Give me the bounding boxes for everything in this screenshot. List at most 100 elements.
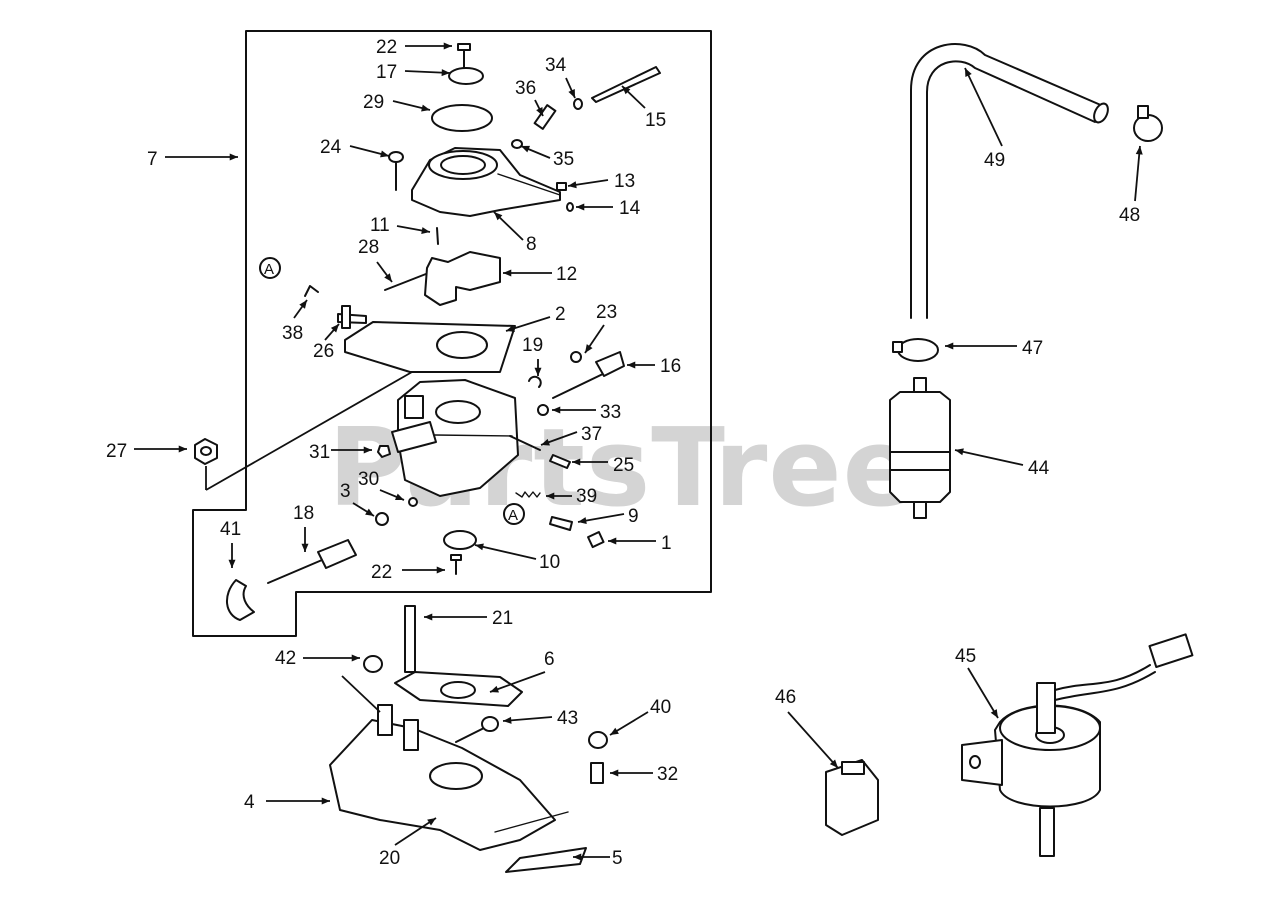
arrowhead-20 [427,818,436,826]
callout-40: 40 [650,697,671,718]
callout-28: 28 [358,237,379,258]
part-20-intake-manifold [329,704,569,851]
part-37-screw [509,435,541,451]
callout-49: 49 [984,150,1005,171]
part-1-cap [587,531,605,549]
arrowhead-11 [421,227,430,234]
part-18-choke-shaft [267,539,357,584]
part-47-hose-clamp [892,338,939,362]
callout-32: 32 [657,764,678,785]
leader-line-10 [474,544,537,560]
callout-36: 36 [515,78,536,99]
arrowhead-19 [534,367,542,376]
arrowhead-41 [228,559,236,568]
arrowhead-33 [552,406,561,414]
part-39-spring [515,491,541,498]
callout-47: 47 [1022,338,1043,359]
callout-38: 38 [282,323,303,344]
arrowhead-39 [546,492,555,500]
callout-35: 35 [553,149,574,170]
arrowhead-47 [945,342,954,350]
arrowhead-2 [506,325,515,332]
arrowhead-49 [965,68,972,77]
part-13-screw [556,182,567,191]
arrowhead-36 [536,107,543,116]
part-26-bolt [337,305,367,329]
callout-12: 12 [556,264,577,285]
part-14-washer [566,202,574,212]
part-23-screw [570,351,582,363]
callout-18: 18 [293,503,314,524]
callout-13: 13 [614,171,635,192]
callout-14: 14 [619,198,641,219]
part-43-bolt [455,716,499,743]
callout-48: 48 [1119,205,1140,226]
callout-3: 3 [340,481,351,502]
ref-marker-a-left: A [259,257,281,279]
arrowhead-18 [301,543,309,552]
part-30-screw [408,497,418,507]
callout-15: 15 [645,110,666,131]
callout-45: 45 [955,646,976,667]
arrowhead-15 [622,86,631,95]
connector-line-1 [205,371,413,491]
arrowhead-27 [178,445,187,453]
part-34-seal [573,98,583,110]
callout-4: 4 [244,792,255,813]
part-33-washer [537,404,549,416]
arrowhead-13 [568,181,577,189]
callout-19: 19 [522,335,543,356]
arrowhead-38 [299,300,307,309]
leader-line-44 [954,449,1024,466]
part-15-rod [591,66,661,103]
arrowhead-35 [521,145,530,153]
callout-16: 16 [660,356,681,377]
callout-2: 2 [555,304,566,325]
part-45-fuel-pump [961,633,1194,857]
part-40-clip [588,731,608,749]
arrowhead-28 [384,273,392,282]
leader-line-48 [1134,145,1141,202]
part-21-stud [404,605,416,673]
callout-20: 20 [379,848,400,869]
part-35-plug [511,139,523,149]
part-44-fuel-filter [889,377,951,519]
arrowhead-37 [541,438,550,446]
part-5-gasket [505,847,587,873]
svg-text:A: A [264,261,274,278]
arrowhead-17 [441,69,450,77]
part-48-hose-clamp [1133,105,1163,142]
callout-5: 5 [612,848,623,869]
arrowhead-46 [829,759,838,768]
arrowhead-25 [572,458,581,466]
callout-41: 41 [220,519,241,540]
callout-39: 39 [576,486,597,507]
leader-lines [134,42,1143,861]
callout-17: 17 [376,62,397,83]
callout-26: 26 [313,341,334,362]
callout-37: 37 [581,424,602,445]
arrowhead-30 [395,493,404,501]
arrowhead-22b [436,566,445,574]
arrowhead-43 [503,716,512,724]
part-32-dowel [590,762,604,784]
part-3-washer [375,512,389,526]
leader-line-49 [964,67,1003,147]
part-24-screw [388,151,404,191]
callout-1: 1 [661,533,672,554]
arrowhead-4 [321,797,330,805]
arrowhead-10 [475,543,484,551]
arrowhead-16 [627,361,636,369]
callout-30: 30 [358,469,379,490]
arrowhead-26 [330,324,339,333]
callout-22-top: 22 [376,37,397,58]
callout-29: 29 [363,92,384,113]
callout-25: 25 [613,455,634,476]
callout-10: 10 [539,552,560,573]
arrowhead-9 [578,517,587,525]
part-22-top-screw [457,43,471,69]
part-31-nut [377,445,391,458]
part-38-clip [304,285,319,297]
part-2-gasket [344,321,516,373]
leader-line-6 [489,671,546,693]
